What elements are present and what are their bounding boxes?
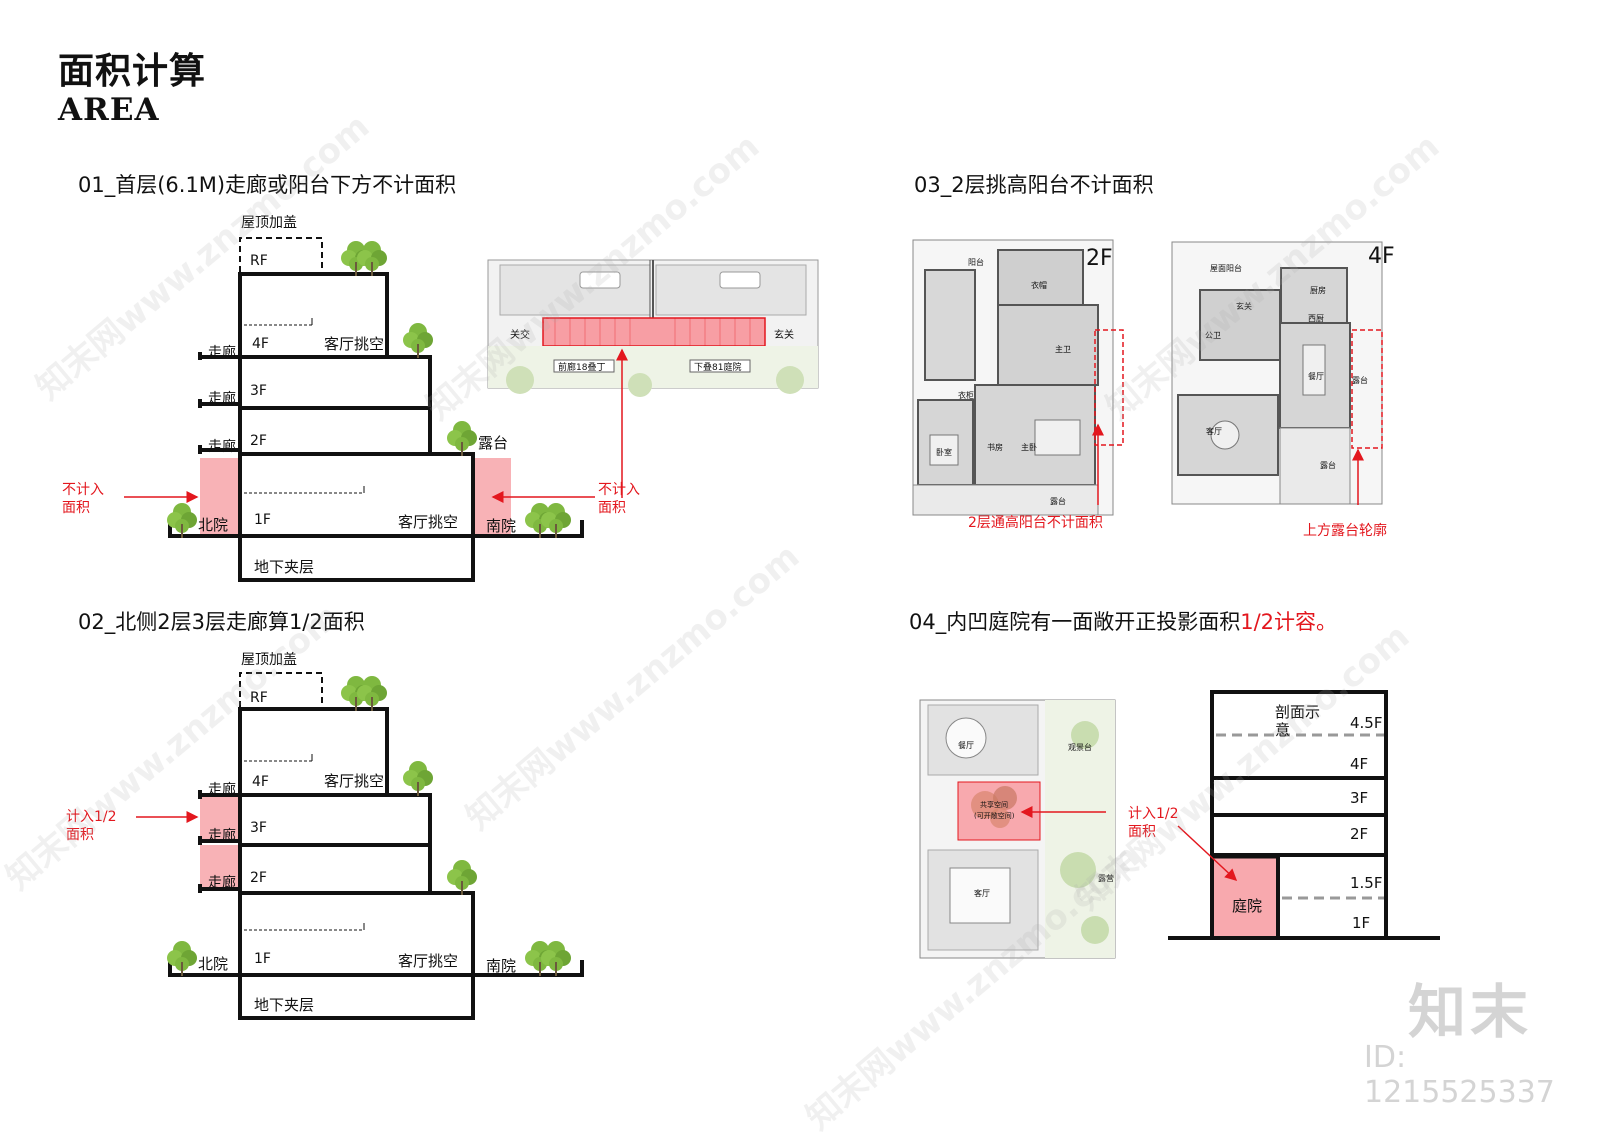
s3-room-roof-terrace: 屋面阳台 (1210, 264, 1242, 273)
s1-north-yard: 北院 (198, 516, 229, 534)
s4-label-1-5f: 1.5F (1350, 874, 1383, 892)
section-1-title: 01_首层(6.1M)走廊或阳台下方不计面积 (78, 173, 457, 197)
s2-rf-label: RF (250, 690, 268, 706)
s3-room-master-bed: 主卧 (1021, 443, 1037, 452)
s1-living-void-top: 客厅挑空 (324, 335, 385, 353)
s1-living-void-bottom: 客厅挑空 (398, 513, 459, 531)
s3-room-western-kitchen: 西厨 (1308, 314, 1324, 323)
s1-plan-left-door: 关交 (510, 330, 530, 341)
s3-room-terrace: 露台 (1050, 497, 1066, 506)
s1-plan-right-door: 玄关 (774, 330, 794, 341)
s4-plan-shared: 共享空间 (980, 801, 1008, 809)
s1-2f-label: 2F (250, 433, 267, 449)
s3-room-bedroom: 卧室 (936, 448, 952, 457)
s3-room-closet: 衣帽 (1031, 281, 1047, 290)
s4-label-4f: 4F (1350, 755, 1369, 773)
brand-logo: 知末 (1408, 978, 1533, 1046)
section-4-title: 04_内凹庭院有一面敞开正投影面积1/2计容。 (909, 610, 1338, 634)
north-yard-highlight (200, 458, 238, 536)
s4-note: 计入1/2 面积 (1128, 806, 1179, 840)
s3-room-kitchen: 厨房 (1310, 286, 1326, 295)
s2-north-yard: 北院 (198, 955, 229, 973)
s1-note-right: 不计入 面积 (598, 482, 640, 516)
s3-2f-label: 2F (1086, 246, 1113, 271)
section-1-diagram (124, 237, 595, 582)
s2-3f-label: 3F (250, 820, 267, 836)
s2-basement: 地下夹层 (254, 996, 315, 1014)
s2-roof-add-label: 屋顶加盖 (241, 652, 297, 668)
s4-plan-living: 客厅 (974, 889, 990, 898)
s1-plan-left-yard: 前廊18叠丁 (558, 363, 606, 373)
s1-terrace-label: 露台 (478, 434, 509, 452)
section-3-title: 03_2层挑高阳台不计面积 (914, 173, 1154, 197)
s2-corridor-4: 走廊 (208, 782, 236, 798)
s2-1f-label: 1F (254, 951, 271, 967)
s2-living-void-top: 客厅挑空 (324, 772, 385, 790)
s3-room-living: 客厅 (1206, 427, 1222, 436)
s4-section-caption: 剖面示 意 (1275, 703, 1321, 739)
s3-room-closet2: 衣柜 (958, 391, 974, 400)
section-2-title: 02_北侧2层3层走廊算1/2面积 (78, 610, 365, 634)
s1-3f-label: 3F (250, 383, 267, 399)
s3-room-terrace2: 露台 (1352, 376, 1368, 385)
s2-4f-label: 4F (252, 774, 269, 790)
s2-corridor-2: 走廊 (208, 875, 236, 891)
section-4-title-highlight: 1/2计容。 (1240, 610, 1338, 634)
s1-corridor-3: 走廊 (208, 391, 236, 407)
s2-living-void-bottom: 客厅挑空 (398, 952, 459, 970)
s2-2f-label: 2F (250, 870, 267, 886)
s3-room-dining: 餐厅 (1308, 372, 1324, 381)
s3-room-master-bath: 主卫 (1055, 345, 1071, 354)
area-diagrams (124, 237, 1440, 1020)
s2-corridor-3: 走廊 (208, 828, 236, 844)
s4-plan-terrace: 露营 (1098, 874, 1114, 883)
s2-note: 计入1/2 面积 (66, 809, 117, 843)
s4-plan-shared-sub: (可开敞空间) (974, 812, 1015, 820)
s3-room-balcony: 阳台 (968, 258, 984, 267)
s1-4f-label: 4F (252, 336, 269, 352)
s3-room-study: 书房 (987, 443, 1003, 452)
page-subtitle: AREA (58, 92, 160, 128)
corridor-2f-highlight (200, 845, 238, 889)
s3-room-entry: 玄关 (1236, 302, 1252, 311)
section-2-diagram (136, 672, 584, 1020)
s1-corridor-4: 走廊 (208, 345, 236, 361)
s4-label-1f: 1F (1352, 914, 1371, 932)
s4-label-2f: 2F (1350, 825, 1369, 843)
page-title: 面积计算 (58, 51, 207, 92)
s1-1f-label: 1F (254, 512, 271, 528)
s3-room-terrace3: 露台 (1320, 461, 1336, 470)
s1-note-left: 不计入 面积 (62, 482, 104, 516)
s4-label-3f: 3F (1350, 789, 1369, 807)
section-3-plans (912, 239, 1383, 516)
s3-note-left: 2层通高阳台不计面积 (968, 515, 1103, 531)
brand-id: ID: 1215525337 (1364, 1040, 1555, 1110)
corridor-3f-highlight (200, 797, 238, 841)
s4-plan-view: 观景台 (1068, 743, 1092, 752)
s3-4f-label: 4F (1368, 244, 1395, 269)
s1-south-yard: 南院 (486, 517, 517, 535)
s3-note-right: 上方露台轮廓 (1303, 523, 1387, 539)
s1-plan-right-yard: 下叠81庭院 (694, 363, 742, 373)
s1-basement: 地下夹层 (254, 558, 315, 576)
s3-room-public-bath: 公卫 (1205, 331, 1221, 340)
section-4-diagram (919, 690, 1440, 959)
s4-plan-dining: 餐厅 (958, 741, 974, 750)
s1-roof-add-label: 屋顶加盖 (241, 215, 297, 231)
section-1-plan (487, 259, 819, 498)
s1-corridor-2: 走廊 (208, 439, 236, 455)
s4-courtyard-label: 庭院 (1232, 897, 1263, 915)
s4-label-4-5f: 4.5F (1350, 714, 1383, 732)
s1-rf-label: RF (250, 253, 268, 269)
s2-south-yard: 南院 (486, 957, 517, 975)
